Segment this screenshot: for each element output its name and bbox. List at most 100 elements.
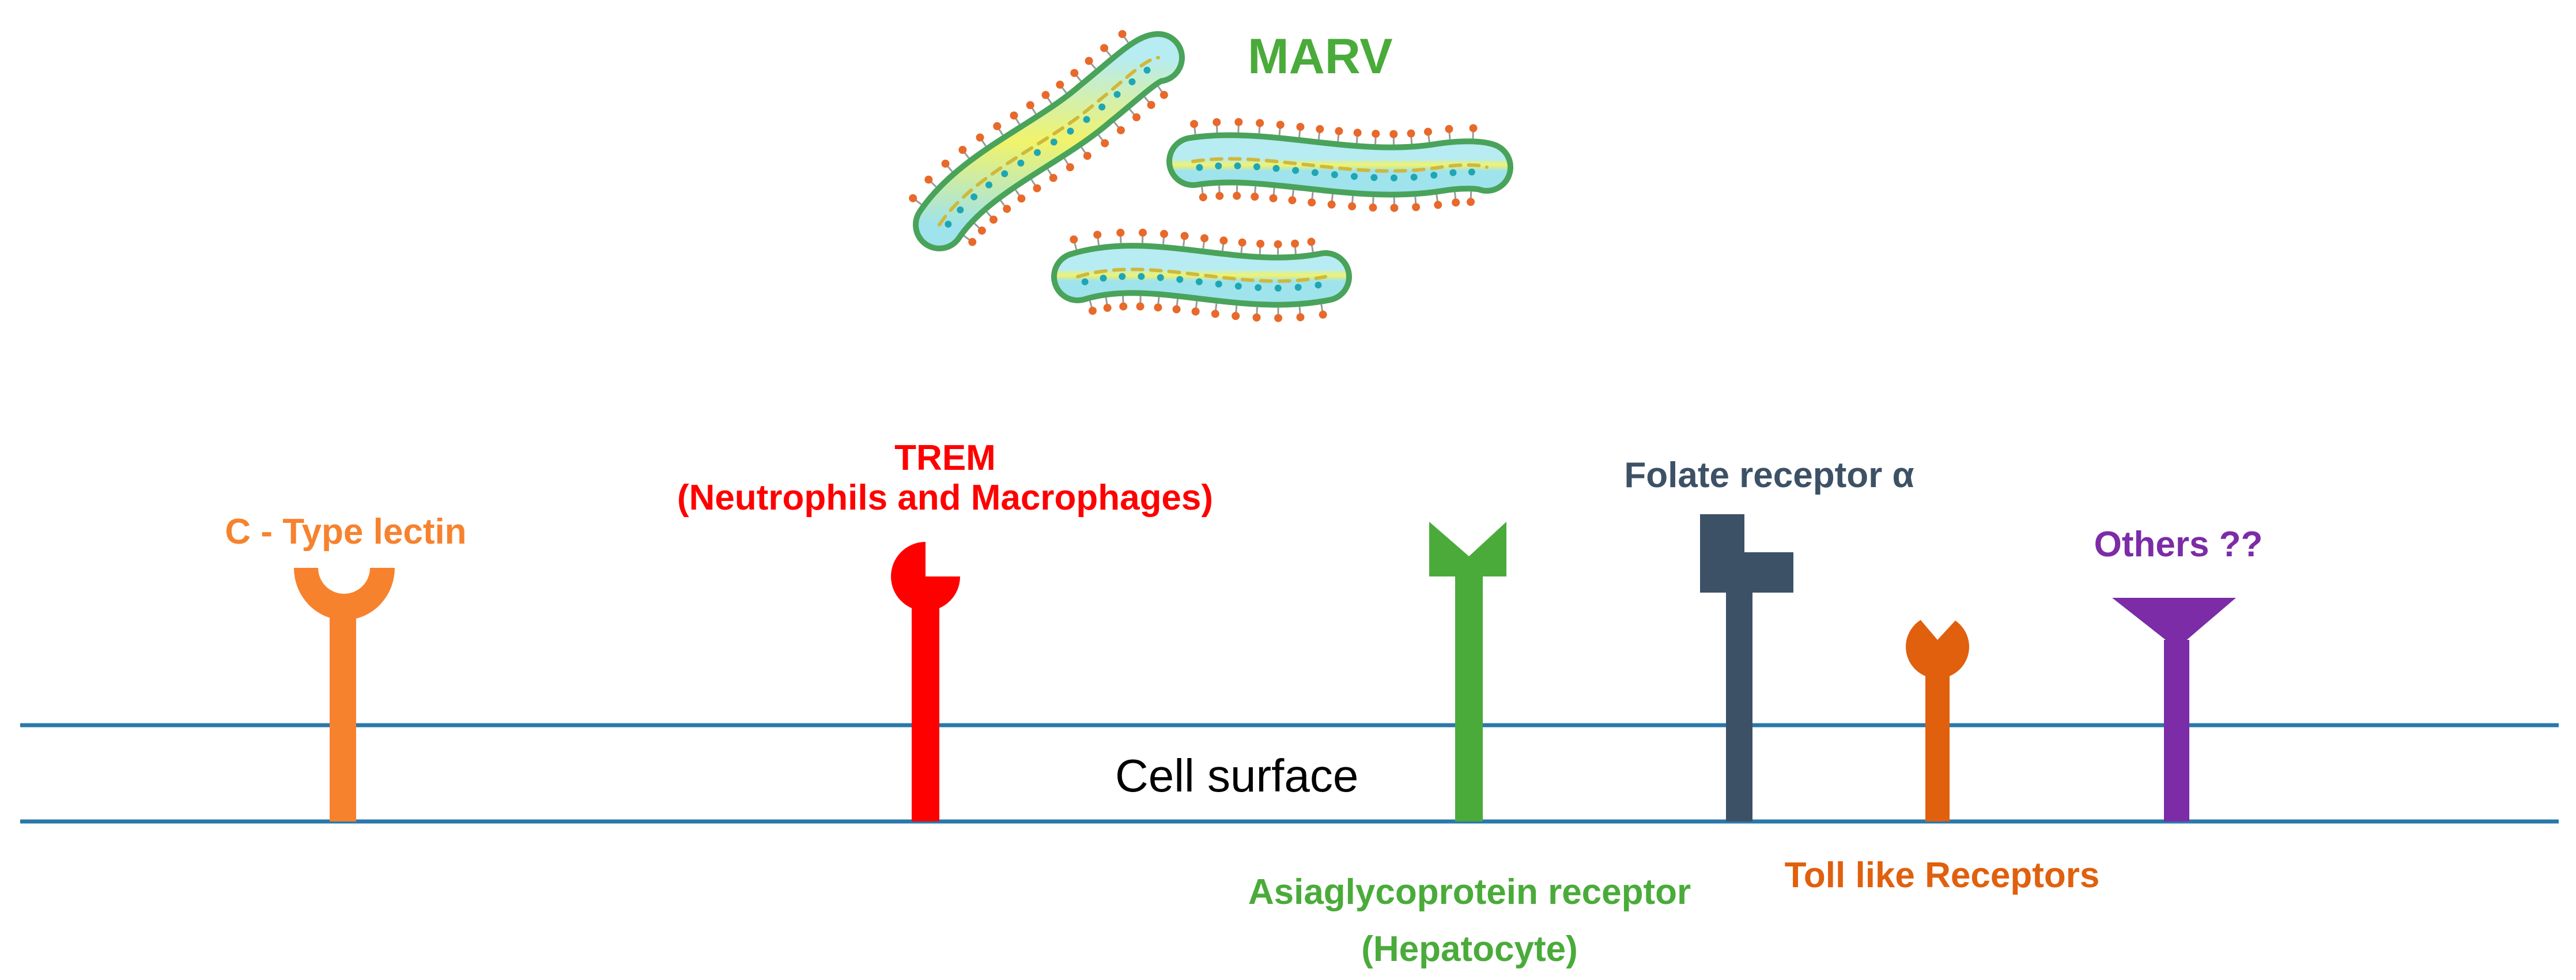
virion-glycoprotein-tip bbox=[1452, 198, 1460, 206]
marv-virion-icon bbox=[1190, 118, 1487, 212]
virion-glycoprotein-tip bbox=[1372, 130, 1380, 138]
virion-glycoprotein-tip bbox=[1010, 111, 1018, 119]
virion-glycoprotein-tip bbox=[1066, 163, 1074, 171]
cup-receptor-icon bbox=[294, 568, 395, 821]
virion-glycoprotein-tip bbox=[1412, 203, 1420, 211]
virion-glycoprotein-tip bbox=[1093, 231, 1101, 239]
virion-nucleocapsid-dot bbox=[1067, 127, 1074, 134]
virion-glycoprotein-tip bbox=[1026, 101, 1034, 109]
c-type-lectin-label: C - Type lectin bbox=[161, 512, 530, 552]
virion-glycoprotein-tip bbox=[1270, 194, 1278, 202]
folate-receptor-label: Folate receptor α bbox=[1579, 455, 1959, 495]
virion-nucleocapsid-dot bbox=[957, 206, 964, 213]
virion-nucleocapsid-dot bbox=[1234, 163, 1241, 169]
virion-nucleocapsid-dot bbox=[1176, 276, 1183, 283]
virion-glycoprotein-tip bbox=[1173, 305, 1181, 313]
virion-glycoprotein-tip bbox=[1274, 314, 1282, 322]
virion-nucleocapsid-dot bbox=[970, 194, 977, 201]
virion-nucleocapsid-dot bbox=[1051, 138, 1057, 145]
virion-glycoprotein-tip bbox=[1083, 152, 1091, 160]
virion-glycoprotein-tip bbox=[1276, 120, 1285, 129]
trem-label: TREM (Neutrophils and Macrophages) bbox=[605, 438, 1285, 518]
notched-disc-receptor-icon bbox=[891, 542, 960, 821]
y-receptor-icon bbox=[2112, 598, 2236, 821]
virion-glycoprotein-tip bbox=[1213, 118, 1221, 126]
virion-glycoprotein-tip bbox=[1407, 130, 1415, 138]
virion-nucleocapsid-dot bbox=[1468, 168, 1475, 175]
virion-glycoprotein-tip bbox=[1232, 312, 1240, 320]
virion-glycoprotein-tip bbox=[1119, 30, 1127, 38]
virion-nucleocapsid-dot bbox=[1295, 284, 1302, 291]
virion-glycoprotein-tip bbox=[1136, 303, 1145, 311]
virion-glycoprotein-tip bbox=[1190, 120, 1198, 128]
virion-nucleocapsid-dot bbox=[1128, 78, 1135, 85]
virion-nucleocapsid-dot bbox=[1275, 285, 1282, 292]
folate-receptor-label-line: Folate receptor α bbox=[1579, 455, 1959, 495]
virion-glycoprotein-tip bbox=[1211, 310, 1219, 318]
virion-nucleocapsid-dot bbox=[1215, 281, 1222, 288]
virion-glycoprotein-tip bbox=[942, 160, 950, 168]
hepatocyte-label-line: (Hepatocyte) bbox=[1204, 921, 1735, 978]
virion-glycoprotein-tip bbox=[1470, 124, 1478, 132]
virion-glycoprotein-tip bbox=[1296, 313, 1304, 321]
virion-glycoprotein-tip bbox=[1049, 174, 1057, 182]
cell-surface-label: Cell surface bbox=[1115, 749, 1358, 802]
virion-glycoprotein-tip bbox=[1251, 193, 1259, 201]
virion-glycoprotein-tip bbox=[1369, 203, 1377, 212]
virion-nucleocapsid-dot bbox=[985, 182, 992, 189]
virion-nucleocapsid-dot bbox=[1331, 171, 1338, 178]
virion-nucleocapsid-dot bbox=[1292, 167, 1299, 174]
virion-glycoprotein-tip bbox=[1319, 311, 1327, 319]
virion-glycoprotein-tip bbox=[1434, 201, 1442, 209]
virion-glycoprotein-tip bbox=[1348, 202, 1356, 210]
virion-glycoprotein-tip bbox=[1089, 307, 1097, 315]
virion-nucleocapsid-dot bbox=[1449, 169, 1456, 176]
virion-glycoprotein-tip bbox=[1154, 303, 1162, 311]
marv-virion-icon bbox=[909, 30, 1168, 246]
virion-glycoprotein-tip bbox=[1296, 123, 1304, 131]
trem-label-line: TREM bbox=[605, 438, 1285, 478]
virion-glycoprotein-tip bbox=[1003, 205, 1011, 213]
virion-glycoprotein-tip bbox=[1200, 234, 1208, 242]
virion-nucleocapsid-dot bbox=[1255, 284, 1261, 291]
virion-glycoprotein-tip bbox=[1291, 240, 1299, 248]
virion-glycoprotein-tip bbox=[1117, 126, 1125, 134]
virion-glycoprotein-tip bbox=[1256, 240, 1264, 248]
virion-glycoprotein-tip bbox=[1116, 229, 1124, 237]
virion-glycoprotein-tip bbox=[1017, 194, 1025, 202]
virion-nucleocapsid-dot bbox=[1315, 281, 1321, 288]
virion-nucleocapsid-dot bbox=[1114, 91, 1121, 98]
virion-glycoprotein-tip bbox=[1119, 303, 1127, 311]
others-label: Others ?? bbox=[2052, 525, 2305, 564]
virion-nucleocapsid-dot bbox=[1196, 278, 1203, 285]
virion-glycoprotein-tip bbox=[1335, 127, 1343, 135]
virion-glycoprotein-tip bbox=[1288, 196, 1296, 204]
virion-glycoprotein-tip bbox=[978, 227, 986, 235]
virion-glycoprotein-tip bbox=[989, 216, 998, 224]
virion-glycoprotein-tip bbox=[1328, 201, 1336, 209]
virion-glycoprotein-tip bbox=[1307, 238, 1315, 246]
virion-nucleocapsid-dot bbox=[1119, 273, 1125, 280]
virion-glycoprotein-tip bbox=[1316, 125, 1324, 133]
virion-glycoprotein-tip bbox=[1256, 119, 1264, 127]
virion-nucleocapsid-dot bbox=[1143, 67, 1150, 74]
virion-glycoprotein-tip bbox=[1085, 57, 1093, 65]
virion-glycoprotein-tip bbox=[909, 194, 917, 202]
virion-glycoprotein-tip bbox=[1139, 229, 1147, 237]
virion-glycoprotein-tip bbox=[1070, 235, 1078, 243]
virion-nucleocapsid-dot bbox=[1272, 165, 1279, 172]
virion-glycoprotein-tip bbox=[1308, 198, 1316, 206]
virion-glycoprotein-tip bbox=[1467, 198, 1475, 206]
virion-glycoprotein-tip bbox=[1390, 204, 1398, 212]
virion-glycoprotein-tip bbox=[1424, 128, 1432, 136]
virion-glycoprotein-tip bbox=[1238, 239, 1247, 247]
notched-ball-receptor-icon bbox=[1906, 615, 1969, 821]
asialoglycoprotein-label-line: Asiaglycoprotein receptor bbox=[1204, 864, 1735, 921]
virion-glycoprotein-tip bbox=[993, 122, 1001, 130]
virion-nucleocapsid-dot bbox=[1001, 170, 1008, 177]
v-notch-receptor-icon bbox=[1429, 522, 1506, 821]
virion-nucleocapsid-dot bbox=[1391, 175, 1397, 182]
virion-nucleocapsid-dot bbox=[1083, 116, 1090, 123]
virion-nucleocapsid-dot bbox=[1312, 169, 1319, 176]
toll-like-receptors-label-line: Toll like Receptors bbox=[1740, 855, 2144, 895]
